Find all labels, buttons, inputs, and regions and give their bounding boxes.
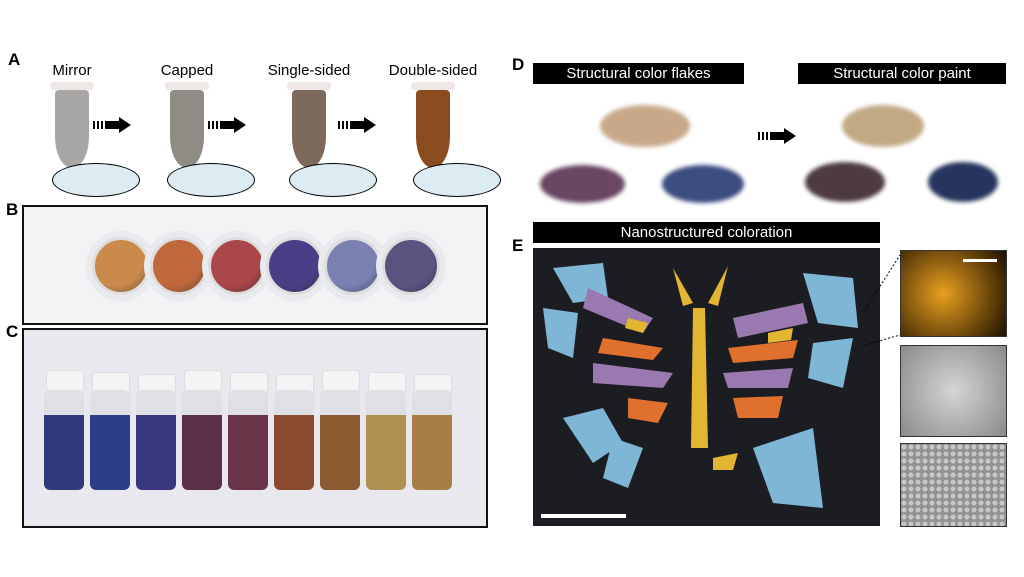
butterfly-segment bbox=[603, 438, 643, 488]
butterfly-segment bbox=[598, 338, 663, 360]
purple-flakes bbox=[540, 165, 625, 203]
butterfly-segment bbox=[733, 303, 808, 338]
vial bbox=[228, 390, 268, 490]
butterfly-segment bbox=[808, 338, 853, 388]
arrow-icon bbox=[208, 117, 246, 133]
vial-top bbox=[382, 237, 440, 295]
butterfly-segment bbox=[713, 453, 738, 470]
vial-cap bbox=[184, 370, 222, 392]
coloration-title: Nanostructured coloration bbox=[533, 222, 880, 243]
paint-title: Structural color paint bbox=[798, 63, 1006, 84]
tube bbox=[416, 90, 450, 168]
tube-cap bbox=[287, 82, 331, 90]
sem-zoom-inset bbox=[900, 443, 1007, 527]
butterfly-segment bbox=[733, 396, 783, 418]
vial-top bbox=[324, 237, 382, 295]
stage-label: Single-sided bbox=[267, 62, 351, 79]
vial bbox=[274, 390, 314, 490]
butterfly-segment bbox=[753, 428, 823, 508]
butterfly-photo bbox=[533, 248, 880, 526]
panel-e-label: E bbox=[512, 236, 524, 255]
butterfly-segment bbox=[768, 328, 793, 343]
flake-schematic bbox=[167, 163, 255, 197]
optical-inset bbox=[900, 250, 1007, 337]
stage-label: Mirror bbox=[52, 62, 92, 79]
vial bbox=[182, 390, 222, 490]
tube-cap bbox=[411, 82, 455, 90]
tube-cap bbox=[165, 82, 209, 90]
butterfly-segment bbox=[628, 398, 668, 423]
panel-b-photo bbox=[22, 205, 488, 325]
panel-c-label: C bbox=[6, 322, 19, 341]
butterfly-segment bbox=[691, 308, 708, 448]
butterfly-segment bbox=[673, 268, 693, 306]
vial bbox=[44, 390, 84, 490]
vial bbox=[136, 390, 176, 490]
arrow-icon bbox=[93, 117, 131, 133]
butterfly-segment bbox=[708, 266, 728, 306]
panel-d-label: D bbox=[512, 55, 525, 74]
butterfly-segment bbox=[563, 408, 623, 463]
scale-bar bbox=[541, 514, 626, 518]
flake-schematic bbox=[289, 163, 377, 197]
panel-c-photo bbox=[22, 328, 488, 528]
tube bbox=[170, 90, 204, 168]
scale-bar bbox=[963, 259, 997, 262]
butterfly-segment bbox=[625, 318, 648, 333]
panel-b-label: B bbox=[6, 200, 19, 219]
butterfly-segment bbox=[543, 308, 578, 358]
flakes-title: Structural color flakes bbox=[533, 63, 744, 84]
flake-schematic bbox=[413, 163, 501, 197]
vial-cap bbox=[46, 370, 84, 392]
vial-top bbox=[208, 237, 266, 295]
tan-flakes bbox=[600, 105, 690, 147]
tube bbox=[55, 90, 89, 168]
butterfly-segment bbox=[728, 340, 798, 363]
vial bbox=[90, 390, 130, 490]
butterfly-segment bbox=[593, 363, 673, 388]
vial bbox=[366, 390, 406, 490]
arrow-icon bbox=[758, 128, 796, 144]
butterfly-segment bbox=[723, 368, 793, 388]
tan-paint bbox=[842, 105, 924, 147]
sem-inset bbox=[900, 345, 1007, 437]
vial-top bbox=[150, 237, 208, 295]
butterfly-segment bbox=[803, 273, 858, 328]
stage-label: Double-sided bbox=[388, 62, 478, 79]
vial-cap bbox=[322, 370, 360, 392]
purple-paint bbox=[805, 162, 885, 202]
tube-cap bbox=[50, 82, 94, 90]
vial bbox=[320, 390, 360, 490]
panel-a-label: A bbox=[8, 50, 21, 69]
stage-label: Capped bbox=[160, 62, 214, 79]
vial-top bbox=[266, 237, 324, 295]
tube bbox=[292, 90, 326, 168]
vial-top bbox=[92, 237, 150, 295]
inset-connectors bbox=[864, 254, 901, 346]
flake-schematic bbox=[52, 163, 140, 197]
arrow-icon bbox=[338, 117, 376, 133]
blue-flakes bbox=[662, 165, 744, 203]
vial bbox=[412, 390, 452, 490]
blue-paint bbox=[928, 162, 998, 202]
